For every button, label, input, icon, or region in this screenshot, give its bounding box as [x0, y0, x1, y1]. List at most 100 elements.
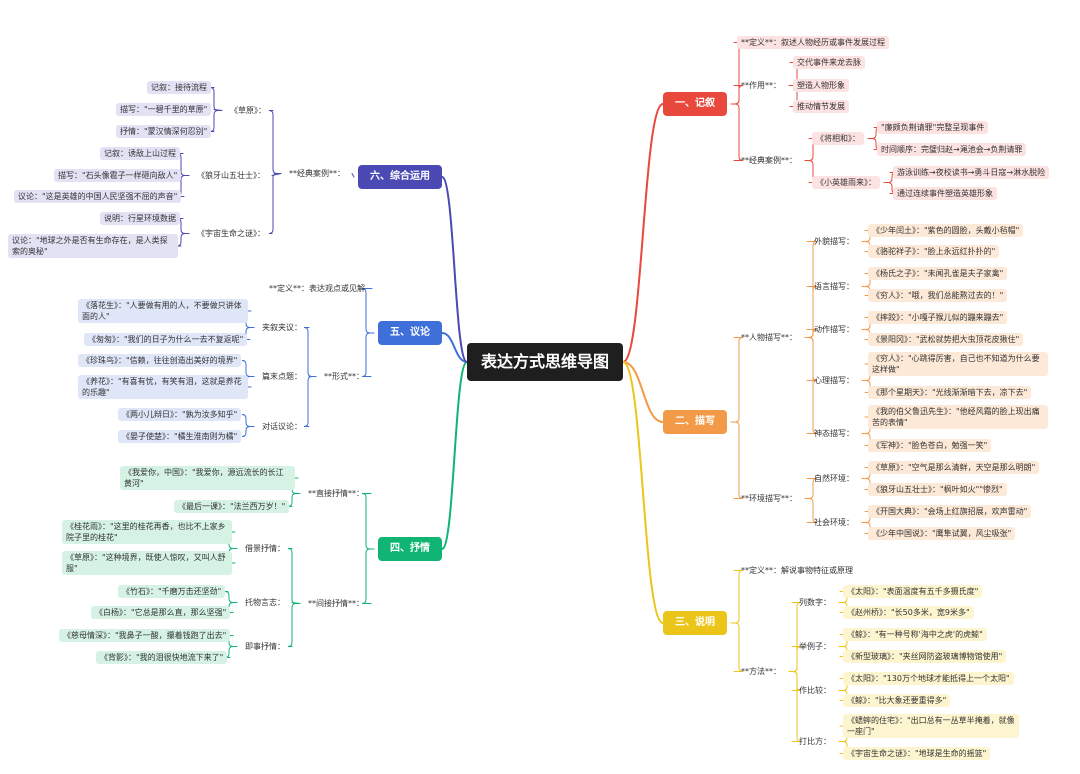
lyricism-item[interactable]: 《草原》："这种境界，既使人惊叹，又叫人舒服" [62, 551, 232, 575]
exposition-item[interactable]: 《太阳》："130万个地球才能抵得上一个太阳" [843, 672, 1014, 685]
narration-cases[interactable]: **经典案例**： [741, 156, 797, 165]
exposition-item[interactable]: 《宇宙生命之谜》："地球是生命的摇篮" [843, 747, 991, 760]
branch-description[interactable]: 二、描写 [663, 410, 727, 434]
argumentation-item[interactable]: 《养花》："有喜有忧，有笑有泪，这就是养花的乐趣" [78, 375, 248, 399]
exposition-item[interactable]: 《鲸》："比大象还要重得多" [843, 694, 951, 707]
description-group[interactable]: 社会环境： [814, 518, 854, 527]
lyricism-item[interactable]: 《竹石》："千磨万击还坚劲" [118, 585, 226, 598]
description-item[interactable]: 《景阳冈》："武松就势把大虫顶花皮揪住" [868, 333, 1024, 346]
description-item[interactable]: 《我的伯父鲁迅先生》："他经风霜的脸上现出痛苦的表情" [868, 405, 1048, 429]
argumentation-item[interactable]: 《匆匆》："我们的日子为什么一去不复返呢" [84, 333, 248, 346]
exposition-method[interactable]: 作比较： [799, 686, 831, 695]
connector-line [622, 361, 664, 423]
narration-case-item[interactable]: 游泳训练→夜校读书→勇斗日寇→淋水脱险 [893, 166, 1050, 179]
branch-comprehensive[interactable]: 六、综合运用 [358, 165, 442, 189]
branch-exposition[interactable]: 三、说明 [663, 611, 727, 635]
exposition-item[interactable]: 《蟋蟀的住宅》："出口总有一丛草半掩着，就像一座门" [843, 714, 1019, 738]
description-item[interactable]: 《穷人》："哦，我们总能熬过去的！" [868, 289, 1008, 302]
argumentation-item[interactable]: 《晏子使楚》："橘生淮南则为橘" [118, 430, 242, 443]
description-item[interactable]: 《骆驼祥子》："脸上永远红扑扑的" [868, 245, 1000, 258]
narration-case-item[interactable]: 时间顺序：完璧归赵→渑池会→负荆请罪 [877, 143, 1027, 156]
narration-function-item[interactable]: 塑造人物形象 [793, 79, 849, 92]
lyricism-item[interactable]: 《背影》："我的泪很快地流下来了" [96, 651, 228, 664]
narration-case-title[interactable]: 《将相和》： [812, 132, 864, 145]
lyricism-method[interactable]: 即事抒情： [245, 642, 285, 651]
comprehensive-cases[interactable]: **经典案例**： [289, 169, 345, 178]
comprehensive-item[interactable]: 描写："一碧千里的草原" [116, 103, 212, 116]
comprehensive-item[interactable]: 抒情："蒙汉情深何忍别" [116, 125, 212, 138]
exposition-definition[interactable]: **定义**：解说事物特征或原理 [741, 566, 853, 575]
comprehensive-case-title[interactable]: 《宇宙生命之谜》： [197, 229, 265, 238]
exposition-methods[interactable]: **方法**： [741, 667, 781, 676]
argumentation-form[interactable]: 篇末点题： [262, 372, 302, 381]
comprehensive-item[interactable]: 议论："地球之外是否有生命存在，是人类探索的奥秘" [8, 234, 178, 258]
narration-function-item[interactable]: 推动情节发展 [793, 100, 849, 113]
exposition-item[interactable]: 《太阳》："表面温度有五千多摄氏度" [843, 585, 983, 598]
description-group[interactable]: 心理描写： [814, 376, 854, 385]
exposition-method[interactable]: 举例子： [799, 642, 831, 651]
lyricism-item[interactable]: 《桂花雨》："这里的桂花再香，也比不上家乡院子里的桂花" [62, 520, 232, 544]
comprehensive-item[interactable]: 议论："这是英雄的中国人民坚强不屈的声音" [14, 190, 182, 203]
connector-line [351, 173, 355, 178]
comprehensive-case-title[interactable]: 《狼牙山五壮士》： [197, 171, 265, 180]
narration-function-item[interactable]: 交代事件来龙去脉 [793, 56, 865, 69]
comprehensive-item[interactable]: 记叙：接待流程 [147, 81, 211, 94]
description-group[interactable]: 动作描写： [814, 325, 854, 334]
argumentation-definition[interactable]: **定义**：表达观点或见解 [269, 284, 365, 293]
description-item[interactable]: 《穷人》："心跳得厉害，自己也不知道为什么要这样做" [868, 352, 1048, 376]
connector-line [441, 176, 468, 363]
lyricism-indirect[interactable]: **间接抒情**： [308, 599, 364, 608]
central-topic[interactable]: 表达方式思维导图 [467, 343, 624, 381]
description-group[interactable]: 语言描写： [814, 282, 854, 291]
branch-narration[interactable]: 一、记叙 [663, 92, 727, 116]
description-person[interactable]: **人物描写**： [741, 333, 797, 342]
lyricism-direct[interactable]: **直接抒情**： [308, 489, 364, 498]
exposition-item[interactable]: 《鲸》："有一种号称'海中之虎'的虎鲸" [843, 628, 987, 641]
description-item[interactable]: 《摔跤》："小嘎子猴儿似的蹦来蹦去" [868, 311, 1008, 324]
lyricism-item[interactable]: 《白杨》："它总是那么直，那么坚强" [91, 606, 231, 619]
description-group[interactable]: 神态描写： [814, 429, 854, 438]
description-group[interactable]: 外貌描写： [814, 237, 854, 246]
comprehensive-item[interactable]: 记叙：诱敌上山过程 [100, 147, 180, 160]
narration-case-item[interactable]: "廉颇负荆请罪"完整呈现事件 [877, 121, 989, 134]
exposition-item[interactable]: 《新型玻璃》："夹丝网防盗玻璃博物馆使用" [843, 650, 1007, 663]
exposition-method[interactable]: 列数字： [799, 598, 831, 607]
description-item[interactable]: 《少年中国说》："鹰隼试翼，风尘吸张" [868, 527, 1016, 540]
narration-definition[interactable]: **定义**：叙述人物经历或事件发展过程 [737, 36, 889, 49]
connector-line [730, 421, 744, 499]
lyricism-method[interactable]: 托物言志： [245, 598, 285, 607]
description-item[interactable]: 《开国大典》："会场上红旗招展，欢声雷动" [868, 505, 1032, 518]
narration-case-title[interactable]: 《小英雄雨来》： [812, 176, 880, 189]
exposition-method[interactable]: 打比方： [799, 737, 831, 746]
lyricism-item[interactable]: 《最后一课》："法兰西万岁！" [174, 500, 290, 513]
comprehensive-item[interactable]: 描写："石头像雹子一样砸向敌人" [54, 169, 182, 182]
argumentation-forms[interactable]: **形式**： [324, 372, 364, 381]
connector-line [441, 361, 468, 550]
narration-case-item[interactable]: 通过连续事件塑造英雄形象 [893, 187, 997, 200]
argumentation-form[interactable]: 夹叙夹议： [262, 323, 302, 332]
connector-line [268, 110, 282, 174]
description-group[interactable]: 自然环境： [814, 474, 854, 483]
argumentation-item[interactable]: 《珍珠鸟》："信赖，往往创造出美好的境界" [78, 354, 242, 367]
lyricism-method[interactable]: 借景抒情： [245, 544, 285, 553]
argumentation-item[interactable]: 《落花生》："人要做有用的人，不要做只讲体面的人" [78, 299, 248, 323]
exposition-item[interactable]: 《赵州桥》："长50多米，宽9米多" [843, 606, 974, 619]
description-item[interactable]: 《草原》："空气是那么清鲜，天空是那么明朗" [868, 461, 1040, 474]
description-item[interactable]: 《少年闰土》："紫色的圆脸，头戴小毡帽" [868, 224, 1024, 237]
description-item[interactable]: 《狼牙山五壮士》："枫叶如火""惨烈" [868, 483, 1007, 496]
description-item[interactable]: 《杨氏之子》："未闻孔雀是夫子家禽" [868, 267, 1008, 280]
description-environment[interactable]: **环境描写**： [741, 494, 797, 503]
connector-line [730, 337, 744, 423]
description-item[interactable]: 《军神》："脸色苍白，勉强一笑" [868, 439, 992, 452]
comprehensive-case-title[interactable]: 《草原》： [230, 106, 266, 115]
branch-argumentation[interactable]: 五、议论 [378, 321, 442, 345]
connector-line [804, 337, 818, 434]
lyricism-item[interactable]: 《我爱你，中国》："我爱你，源远流长的长江黄河" [120, 466, 295, 490]
argumentation-item[interactable]: 《两小儿辩日》："孰为汝多知乎" [118, 408, 242, 421]
description-item[interactable]: 《那个星期天》："光线渐渐暗下去，凉下去" [868, 386, 1032, 399]
comprehensive-item[interactable]: 说明：行星环境数据 [100, 212, 180, 225]
lyricism-item[interactable]: 《慈母情深》："我鼻子一酸，攥着钱跑了出去" [59, 629, 231, 642]
narration-function[interactable]: **作用**： [741, 81, 781, 90]
argumentation-form[interactable]: 对话议论： [262, 422, 302, 431]
branch-lyricism[interactable]: 四、抒情 [378, 537, 442, 561]
